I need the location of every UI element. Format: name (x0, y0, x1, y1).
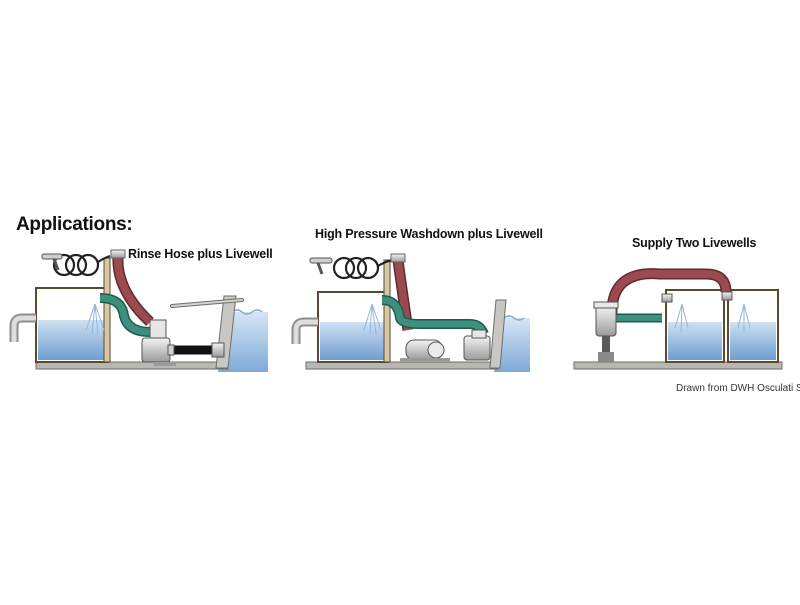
washdown-pump-icon (400, 339, 450, 362)
spray-icon (674, 303, 689, 333)
spray-gun-icon (309, 257, 333, 275)
drawing-credit: Drawn from DWH Osculati SpA (676, 383, 800, 394)
livewell-pump-icon (463, 329, 491, 361)
panel-caption-rinse-hose: Rinse Hose plus Livewell (128, 247, 273, 261)
strainer-pump-icon (593, 301, 619, 362)
coiled-rinse-hose (52, 253, 111, 277)
coiled-washdown-hose (332, 256, 393, 280)
spray-icon (85, 303, 105, 335)
panel-caption-washdown: High Pressure Washdown plus Livewell (315, 227, 543, 241)
spray-icon (363, 303, 382, 335)
tank-water (320, 322, 386, 360)
section-heading: Applications: (16, 214, 133, 235)
livewell-tank-b (727, 289, 779, 363)
deck (35, 361, 229, 370)
sea-wave (231, 309, 263, 315)
hull-wall (489, 299, 507, 369)
panel-caption-two-livewells: Supply Two Livewells (632, 236, 757, 250)
deck (573, 361, 783, 370)
panel-high-pressure-washdown (291, 253, 530, 372)
deck (305, 361, 499, 370)
spray-icon (737, 303, 751, 332)
tank-water (38, 320, 106, 360)
panel-rinse-hose-livewell (9, 249, 268, 372)
panel-supply-two-livewells (573, 268, 783, 370)
spray-gun-icon (41, 253, 63, 271)
livewell-tank-a (665, 289, 725, 363)
pump-icon (141, 319, 176, 366)
